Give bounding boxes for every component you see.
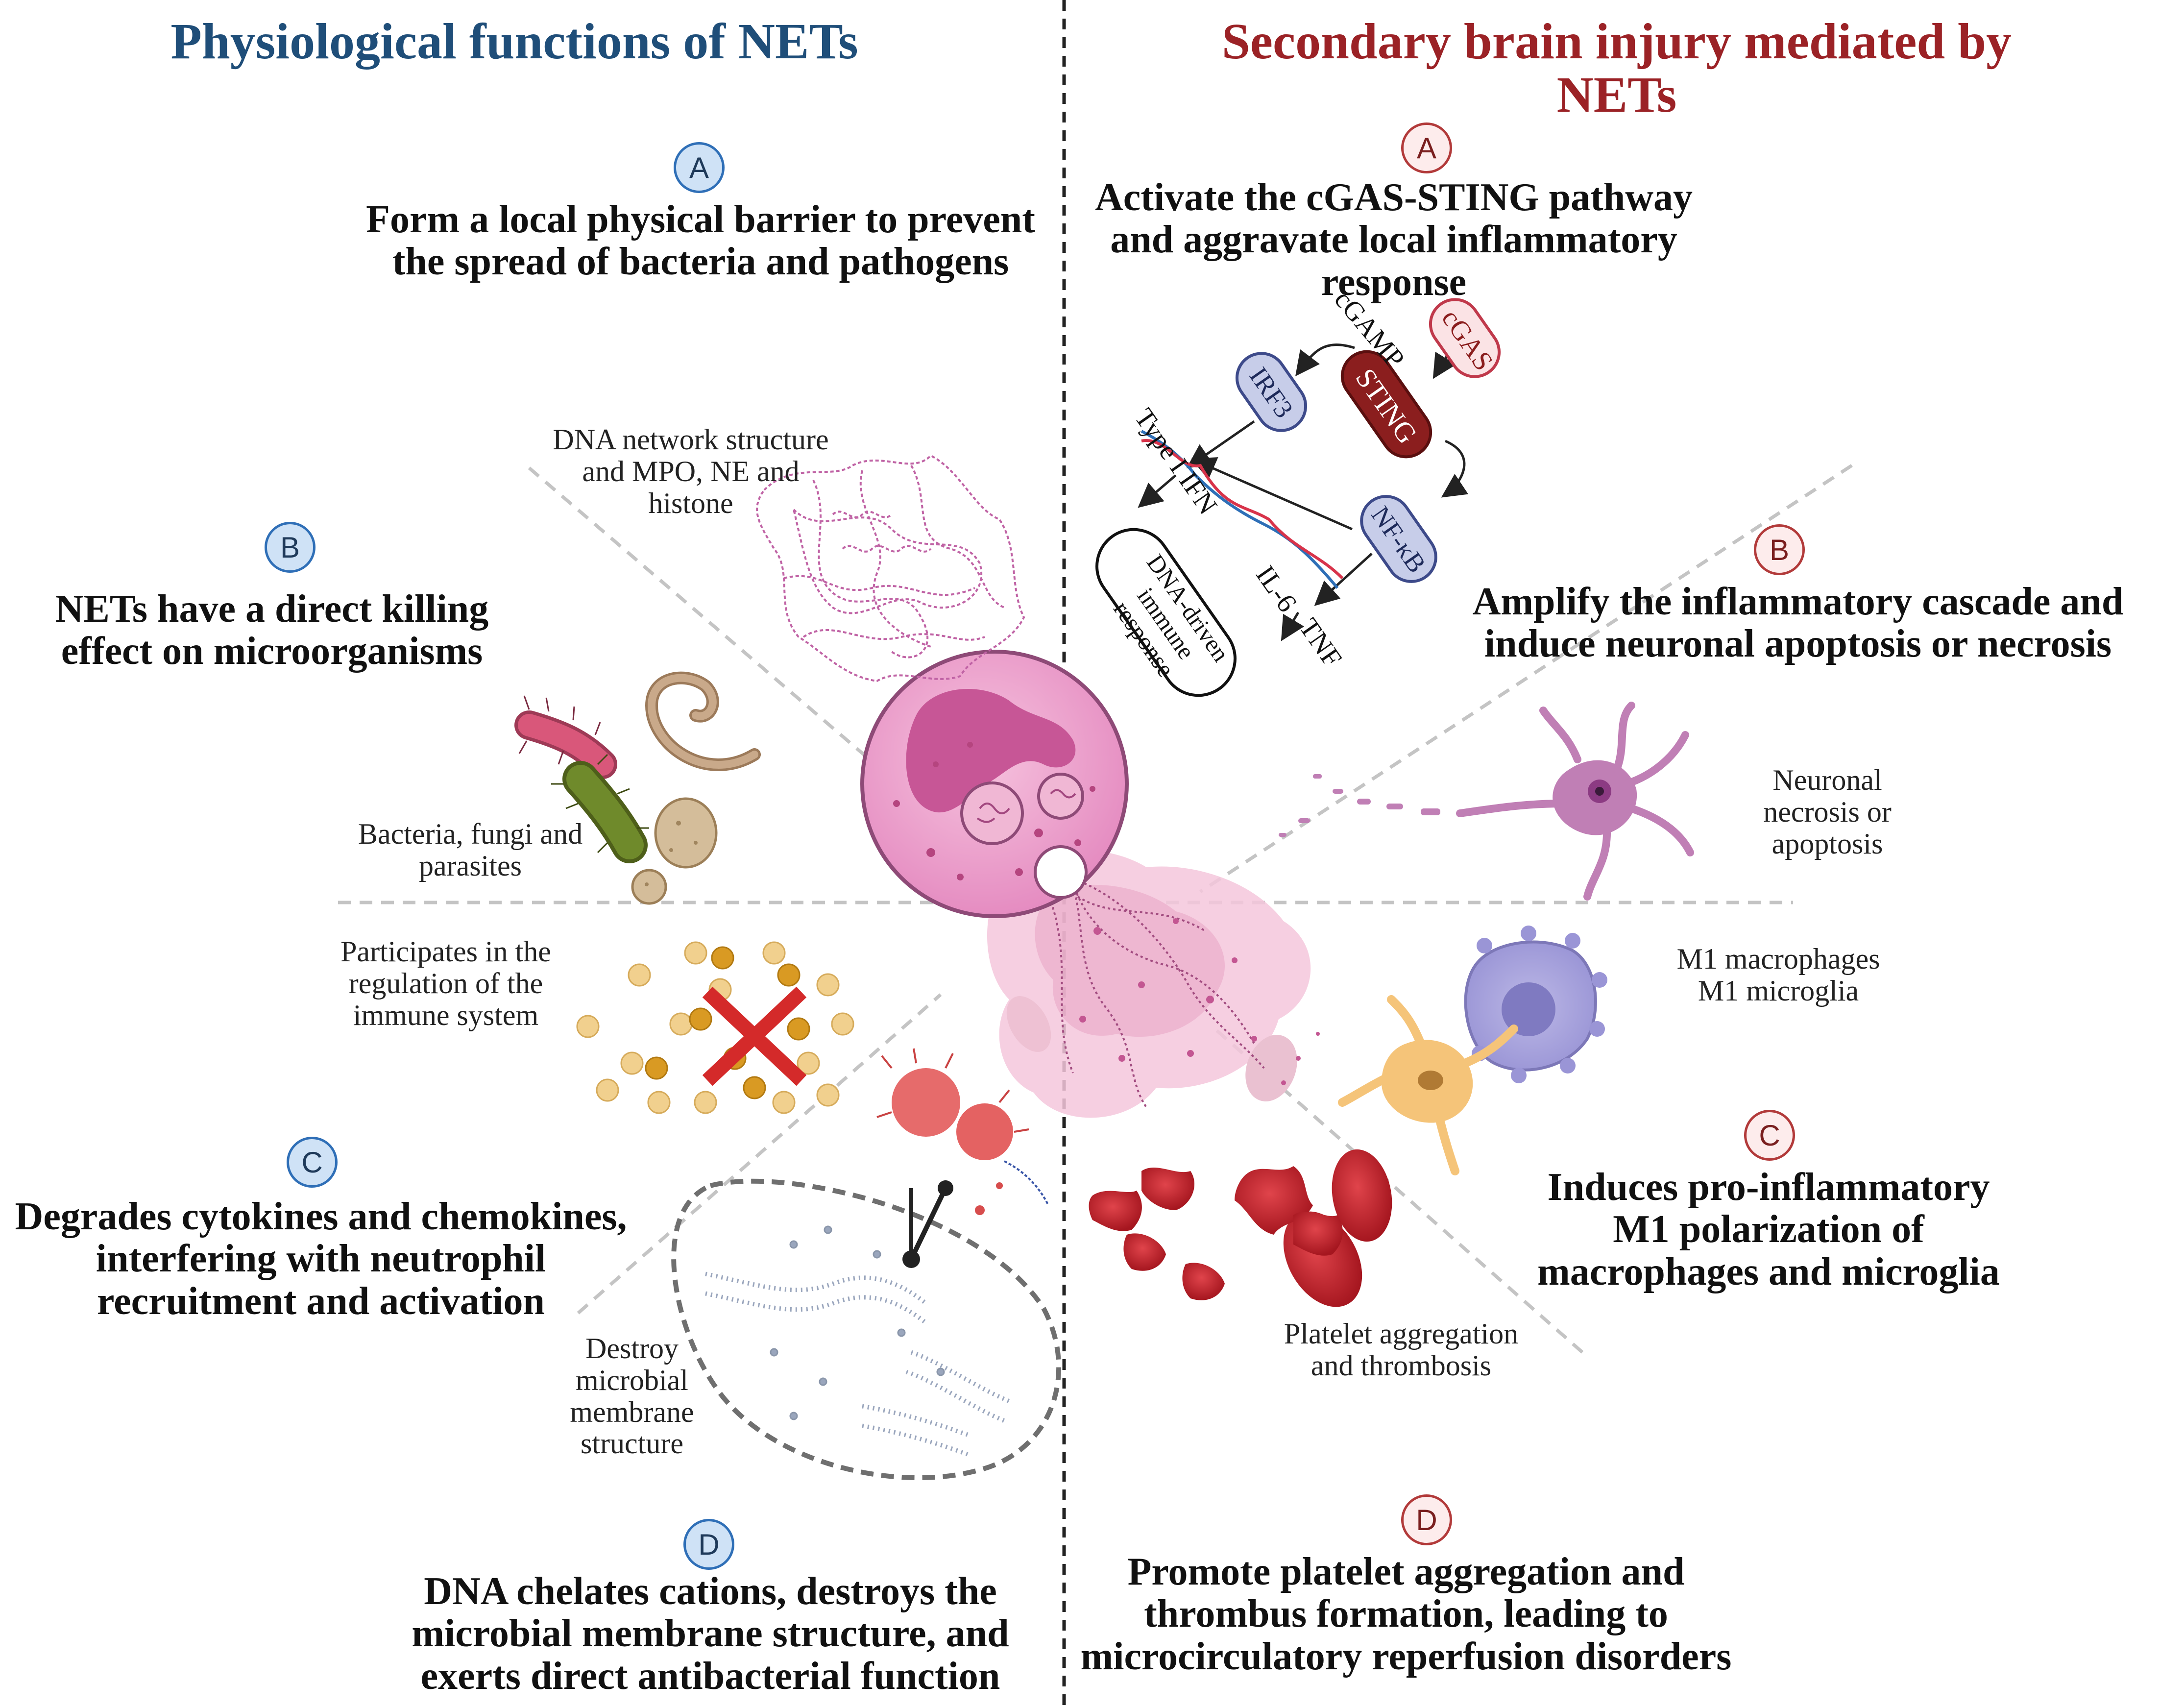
left-caption-d: Destroy microbial membrane structure xyxy=(570,1332,694,1460)
left-badge-c: C xyxy=(287,1137,338,1188)
macrophage-microglia-illustration xyxy=(1338,926,1607,1175)
net-cloud xyxy=(987,849,1320,1118)
left-caption-c: Participates in the regulation of the im… xyxy=(340,935,551,1031)
dna-helix xyxy=(1141,430,1344,589)
dna-network-illustration xyxy=(756,454,1025,683)
cgas-sting-pathway xyxy=(1095,298,1501,697)
right-badge-b: B xyxy=(1754,524,1805,575)
right-heading-a: Activate the cGAS-STING pathway and aggr… xyxy=(1095,176,1693,304)
right-badge-d: D xyxy=(1401,1494,1452,1545)
left-badge-b: B xyxy=(265,522,316,573)
right-heading-c: Induces pro-inflammatory M1 polarization… xyxy=(1537,1166,2000,1293)
microorganisms-illustration xyxy=(514,671,761,905)
left-heading-b: NETs have a direct killing effect on mic… xyxy=(55,587,489,673)
pathway-arrows xyxy=(1138,342,1469,641)
right-heading-d: Promote platelet aggregation and thrombu… xyxy=(1080,1550,1732,1678)
neutrophil-cell xyxy=(860,650,1129,918)
left-caption-b: Bacteria, fungi and parasites xyxy=(358,818,583,882)
neuron-illustration xyxy=(1279,702,1694,901)
right-badge-c: C xyxy=(1744,1110,1795,1161)
left-heading-d: DNA chelates cations, destroys the micro… xyxy=(412,1570,1009,1698)
left-panel-title: Physiological functions of NETs xyxy=(170,13,858,70)
platelet-illustration xyxy=(1089,1149,1392,1307)
right-panel-title: Secondary brain injury mediated by NETs xyxy=(1221,13,2012,123)
right-badge-a: A xyxy=(1401,122,1452,173)
left-caption-a: DNA network structure and MPO, NE and hi… xyxy=(553,423,829,519)
left-badge-d: D xyxy=(683,1519,734,1570)
right-caption-d: Platelet aggregation and thrombosis xyxy=(1284,1318,1519,1382)
left-heading-a: Form a local physical barrier to prevent… xyxy=(366,198,1035,284)
left-heading-c: Degrades cytokines and chemokines, inter… xyxy=(15,1195,627,1323)
right-caption-b: Neuronal necrosis or apoptosis xyxy=(1763,764,1892,860)
attacked-bacterium-illustration xyxy=(876,1048,1049,1215)
cytokine-dots-illustration xyxy=(576,941,854,1114)
right-caption-c: M1 macrophages M1 microglia xyxy=(1676,943,1880,1007)
membrane-illustration xyxy=(671,1178,1062,1480)
right-heading-b: Amplify the inflammatory cascade and ind… xyxy=(1472,580,2124,666)
left-badge-a: A xyxy=(674,142,725,193)
pathway-nodes xyxy=(1095,298,1501,697)
